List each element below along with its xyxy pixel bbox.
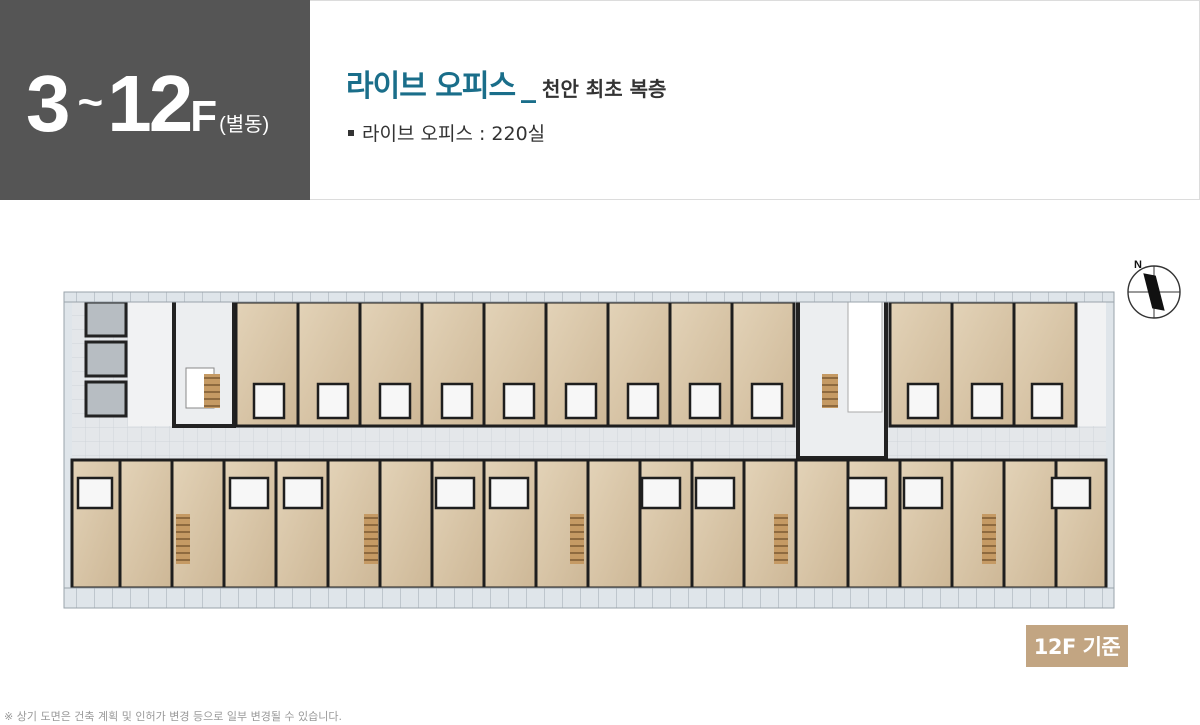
- title-row: 라이브 오피스_천안 최초 복층: [346, 61, 666, 105]
- title-panel: 라이브 오피스_천안 최초 복층 라이브 오피스 : 220실: [310, 0, 1200, 200]
- bullet-square-icon: [348, 130, 354, 136]
- page-title: 라이브 오피스: [346, 69, 516, 104]
- floor-unit: F: [190, 92, 218, 141]
- unit-count-text: 라이브 오피스 : 220실: [362, 123, 546, 145]
- floor-tilde: ~: [77, 78, 104, 127]
- building-note: (별동): [219, 114, 270, 136]
- floor-basis-badge: 12F 기준: [1026, 625, 1128, 667]
- compass-north-label: N: [1134, 259, 1142, 271]
- title-separator: _: [521, 69, 537, 104]
- unit-count-item: 라이브 오피스 : 220실: [348, 119, 545, 146]
- floor-indicator-panel: 3~12F(별동): [0, 0, 310, 200]
- floor-end: 12: [107, 59, 193, 148]
- disclaimer-footnote: ※ 상기 도면은 건축 계획 및 인허가 변경 등으로 일부 변경될 수 있습니…: [4, 710, 343, 723]
- floor-range-label: 3~12F(별동): [26, 58, 269, 150]
- floor-start: 3: [26, 59, 70, 148]
- floor-plan: [63, 291, 1115, 609]
- page-subtitle: 천안 최초 복층: [542, 77, 667, 101]
- north-compass-icon: N: [1127, 259, 1181, 319]
